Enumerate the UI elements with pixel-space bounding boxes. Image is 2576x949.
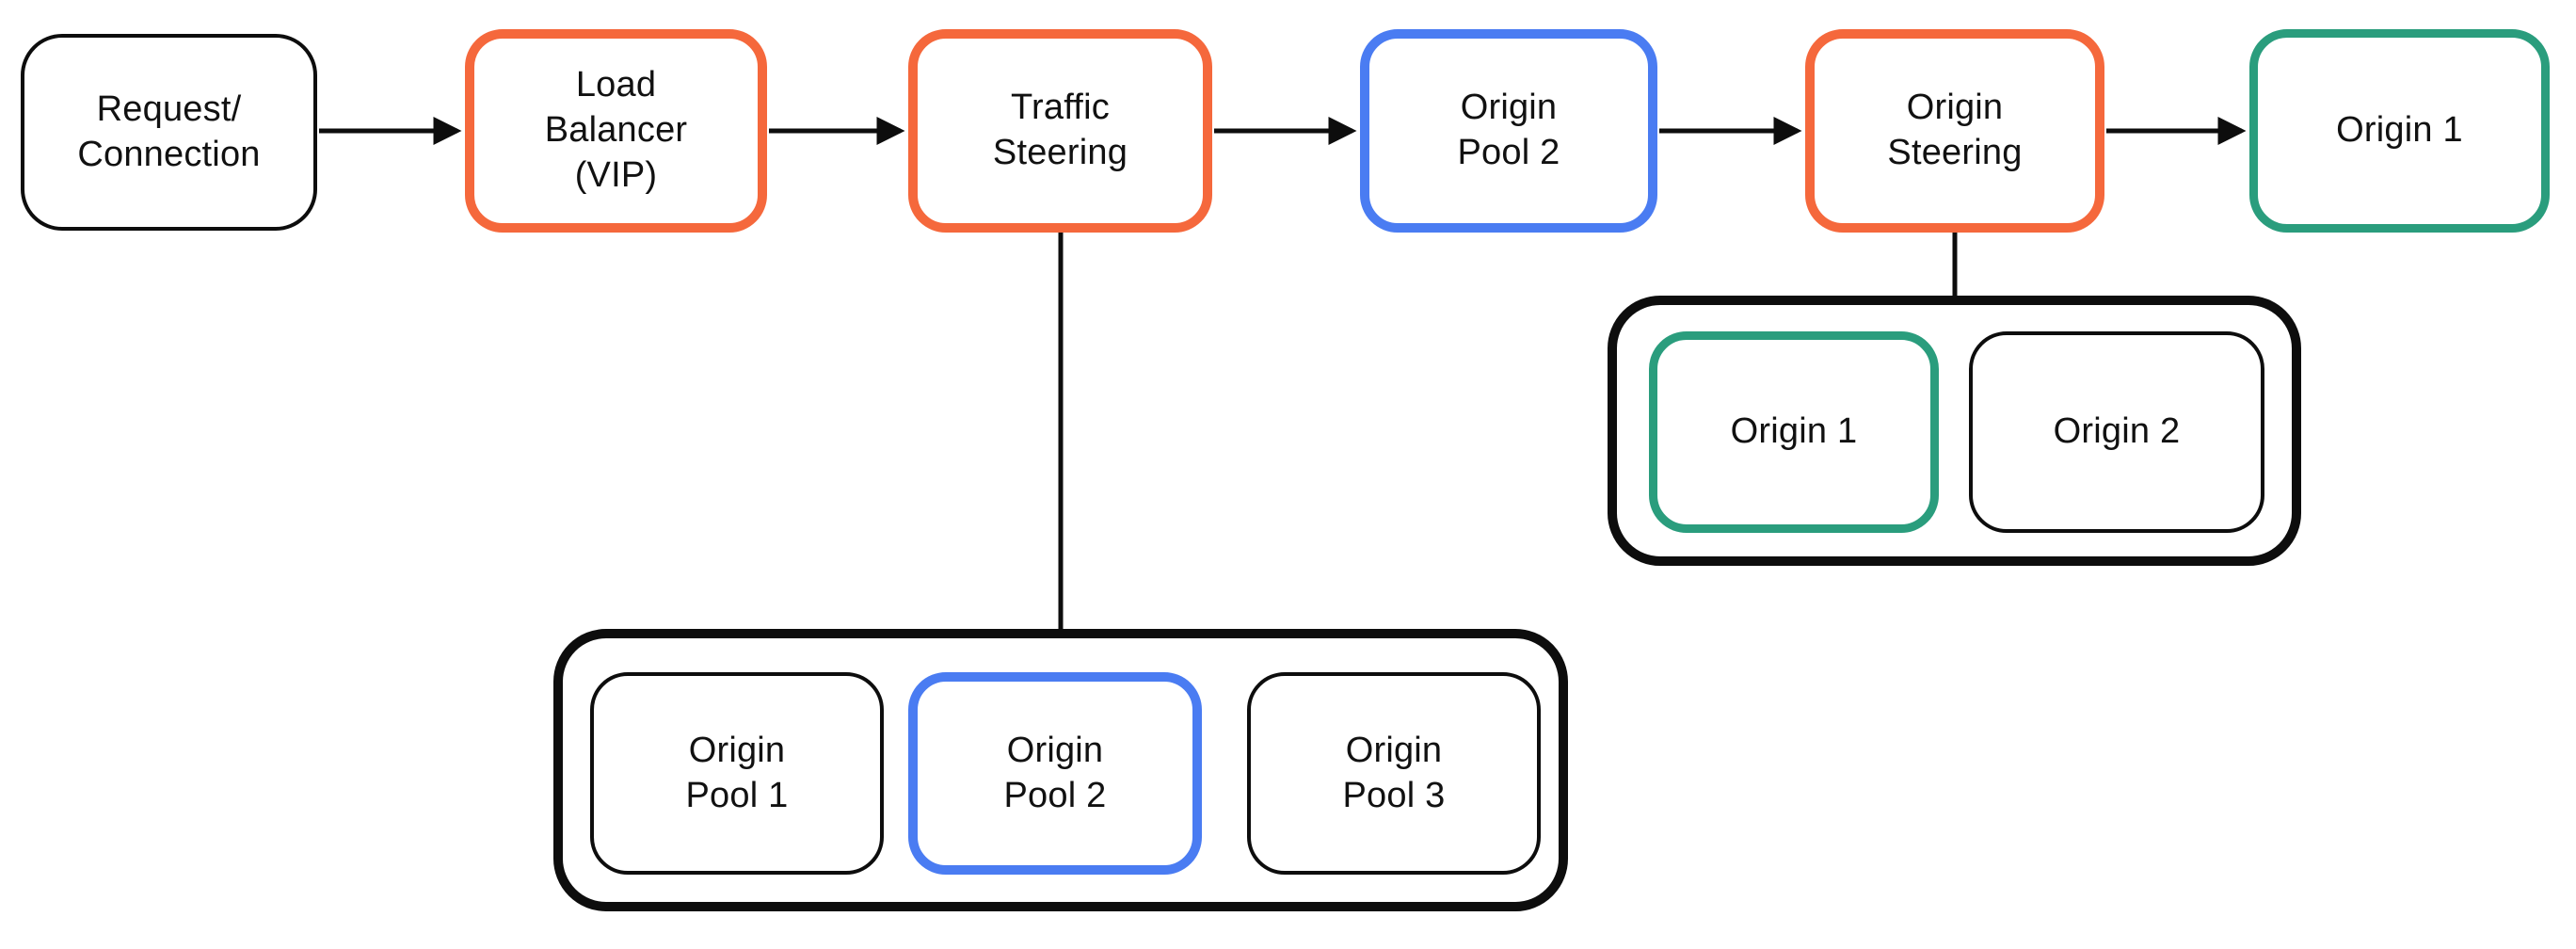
- node-origin-1-final: Origin 1: [2249, 29, 2550, 233]
- node-origin-pool-3-label: Origin Pool 3: [1342, 730, 1446, 815]
- node-origin-pool-2-label: Origin Pool 2: [1003, 730, 1107, 815]
- node-origin-pool-2-selected-label: Origin Pool 2: [1457, 88, 1560, 172]
- node-origin-pool-3: Origin Pool 3: [1247, 672, 1541, 875]
- node-origin-1-final-label: Origin 1: [2336, 110, 2463, 151]
- node-origin-pool-1-label: Origin Pool 1: [685, 730, 789, 815]
- node-origin-steering-label: Origin Steering: [1887, 88, 2023, 172]
- node-request-connection-label: Request/ Connection: [77, 88, 261, 174]
- node-origin-steering: Origin Steering: [1805, 29, 2104, 233]
- node-origin-2: Origin 2: [1969, 331, 2264, 533]
- node-origin-pool-2: Origin Pool 2: [908, 672, 1202, 875]
- node-traffic-steering: Traffic Steering: [908, 29, 1212, 233]
- node-request-connection: Request/ Connection: [21, 34, 317, 231]
- node-load-balancer-vip: Load Balancer (VIP): [465, 29, 767, 233]
- node-origin-1-label: Origin 1: [1730, 411, 1858, 452]
- node-origin-pool-1: Origin Pool 1: [590, 672, 884, 875]
- node-origin-1: Origin 1: [1649, 331, 1939, 533]
- node-traffic-steering-label: Traffic Steering: [992, 88, 1128, 172]
- node-origin-pool-2-selected: Origin Pool 2: [1360, 29, 1657, 233]
- node-origin-2-label: Origin 2: [2053, 411, 2181, 452]
- node-load-balancer-vip-label: Load Balancer (VIP): [544, 65, 688, 195]
